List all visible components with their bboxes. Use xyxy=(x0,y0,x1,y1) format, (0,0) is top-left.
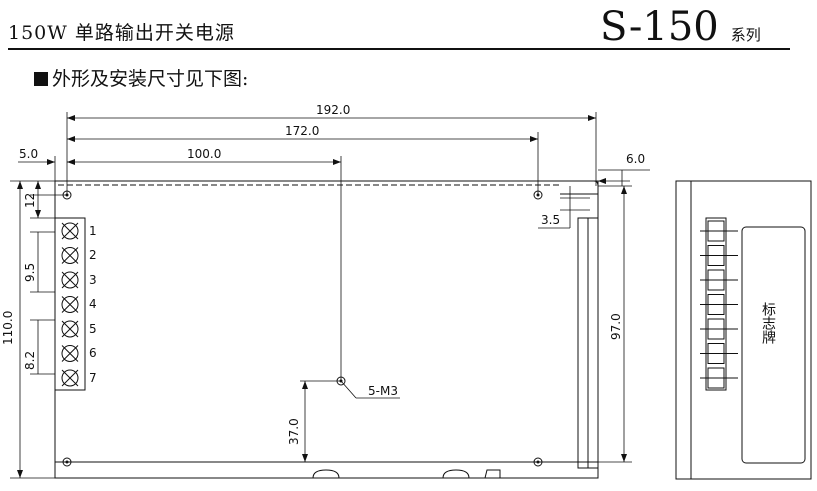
dim-right-offset: 6.0 xyxy=(626,152,645,166)
terminal-screw xyxy=(61,320,79,338)
terminal-screw xyxy=(61,247,79,264)
dim-hole-span: 172.0 xyxy=(285,124,319,138)
terminal-screw xyxy=(61,369,79,387)
dimension-arrows xyxy=(17,115,627,478)
model-suffix: 系列 xyxy=(730,26,761,44)
dim-left-offset: 5.0 xyxy=(19,147,38,161)
terminal-block xyxy=(54,217,86,391)
right-lip xyxy=(560,180,599,195)
dim-slot-height: 97.0 xyxy=(609,313,623,340)
document-title: 150W 单路输出开关电源 xyxy=(8,22,235,44)
terminal-number: 3 xyxy=(89,273,97,287)
dim-total-width: 192.0 xyxy=(316,103,350,117)
terminal-screw xyxy=(61,222,79,240)
section-heading: 外形及安装尺寸见下图: xyxy=(34,64,248,91)
dim-terminal-pitch-b: 8.2 xyxy=(23,351,37,370)
terminal-screw xyxy=(61,271,79,289)
bottom-foot xyxy=(312,469,340,479)
dim-center-hole: 100.0 xyxy=(187,147,221,161)
terminal-number: 7 xyxy=(89,371,97,385)
dim-top-offset: 12 xyxy=(23,193,37,208)
dim-bottom-hole-height: 37.0 xyxy=(287,418,301,445)
dim-total-height: 110.0 xyxy=(1,311,15,345)
terminal-numbers: 1 2 3 4 5 6 7 xyxy=(89,224,97,385)
model-name: S-150 xyxy=(600,4,719,50)
terminal-number: 5 xyxy=(89,322,97,336)
terminal-number: 1 xyxy=(89,224,97,238)
nameplate xyxy=(741,226,806,464)
model-heading: S-150 系列 xyxy=(600,4,761,50)
header-rule xyxy=(8,48,790,50)
dim-slot-inset: 3.5 xyxy=(541,213,560,227)
terminal-screw xyxy=(61,345,79,362)
section-title: 外形及安装尺寸见下图: xyxy=(52,68,249,90)
terminal-number: 2 xyxy=(89,248,97,262)
terminal-screw xyxy=(61,296,79,313)
bullet-square-icon xyxy=(34,72,48,86)
dim-terminal-pitch-a: 9.5 xyxy=(23,263,37,282)
side-view xyxy=(675,180,812,480)
terminal-number: 6 xyxy=(89,346,97,360)
front-view-body xyxy=(54,180,599,479)
nameplate-label: 标志牌 xyxy=(760,302,776,344)
dim-mount-screw: 5-M3 xyxy=(368,384,398,398)
terminal-number: 4 xyxy=(89,297,97,311)
